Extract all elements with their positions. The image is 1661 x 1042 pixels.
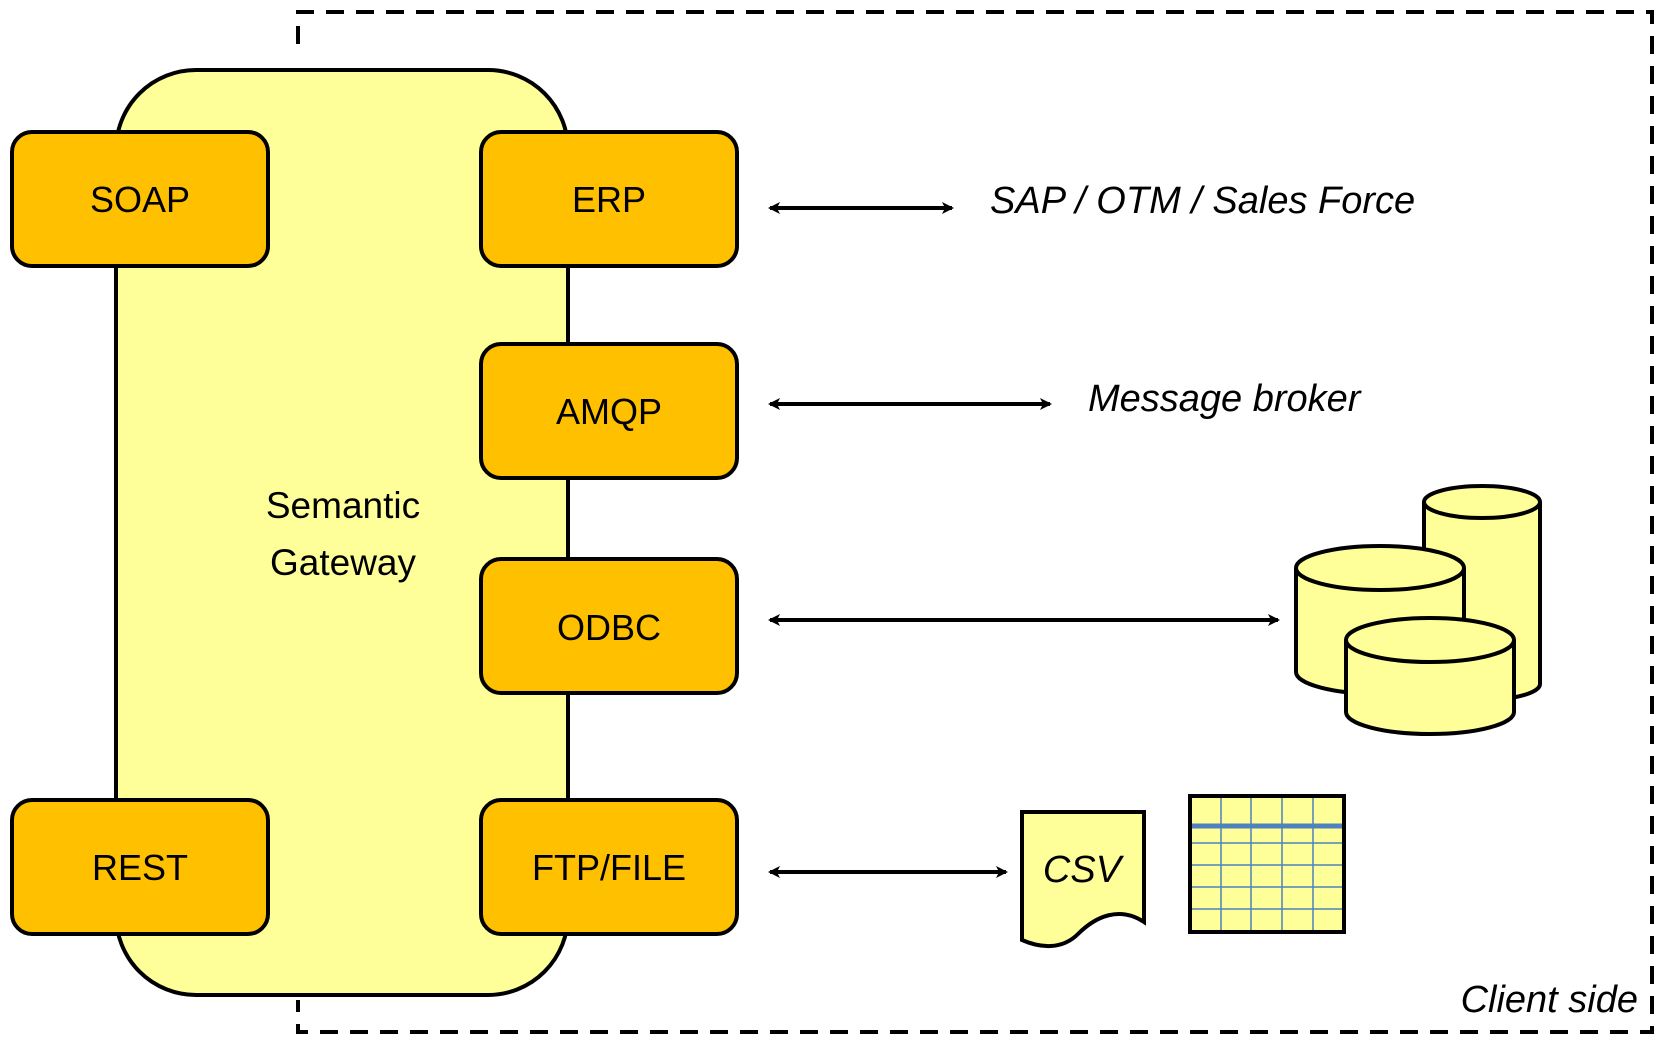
gateway-title-line1: Semantic	[266, 485, 420, 526]
csv-document-icon: CSV	[1020, 810, 1146, 949]
rest-connector: REST	[10, 798, 270, 936]
gateway-title-line2: Gateway	[270, 542, 417, 583]
ftp-file-connector: FTP/FILE	[479, 798, 739, 936]
soap-label: SOAP	[90, 179, 190, 220]
csv-label: CSV	[1043, 849, 1125, 891]
soap-connector: SOAP	[10, 130, 270, 268]
erp-targets-label: SAP / OTM / Sales Force	[990, 180, 1415, 222]
erp-connector: ERP	[479, 130, 739, 268]
client-side-boundary	[296, 10, 1654, 1034]
message-broker-label: Message broker	[1088, 378, 1362, 420]
odbc-connector: ODBC	[479, 557, 739, 695]
amqp-connector: AMQP	[479, 342, 739, 480]
database-cylinder-front	[1344, 616, 1516, 736]
ftp-file-label: FTP/FILE	[532, 847, 686, 888]
semantic-gateway-box	[114, 68, 570, 997]
client-side-label: Client side	[1461, 979, 1638, 1021]
erp-label: ERP	[572, 179, 646, 220]
rest-label: REST	[92, 847, 188, 888]
spreadsheet-icon	[1188, 794, 1346, 934]
amqp-label: AMQP	[556, 391, 662, 432]
database-icon	[1294, 484, 1542, 736]
odbc-label: ODBC	[557, 607, 661, 648]
